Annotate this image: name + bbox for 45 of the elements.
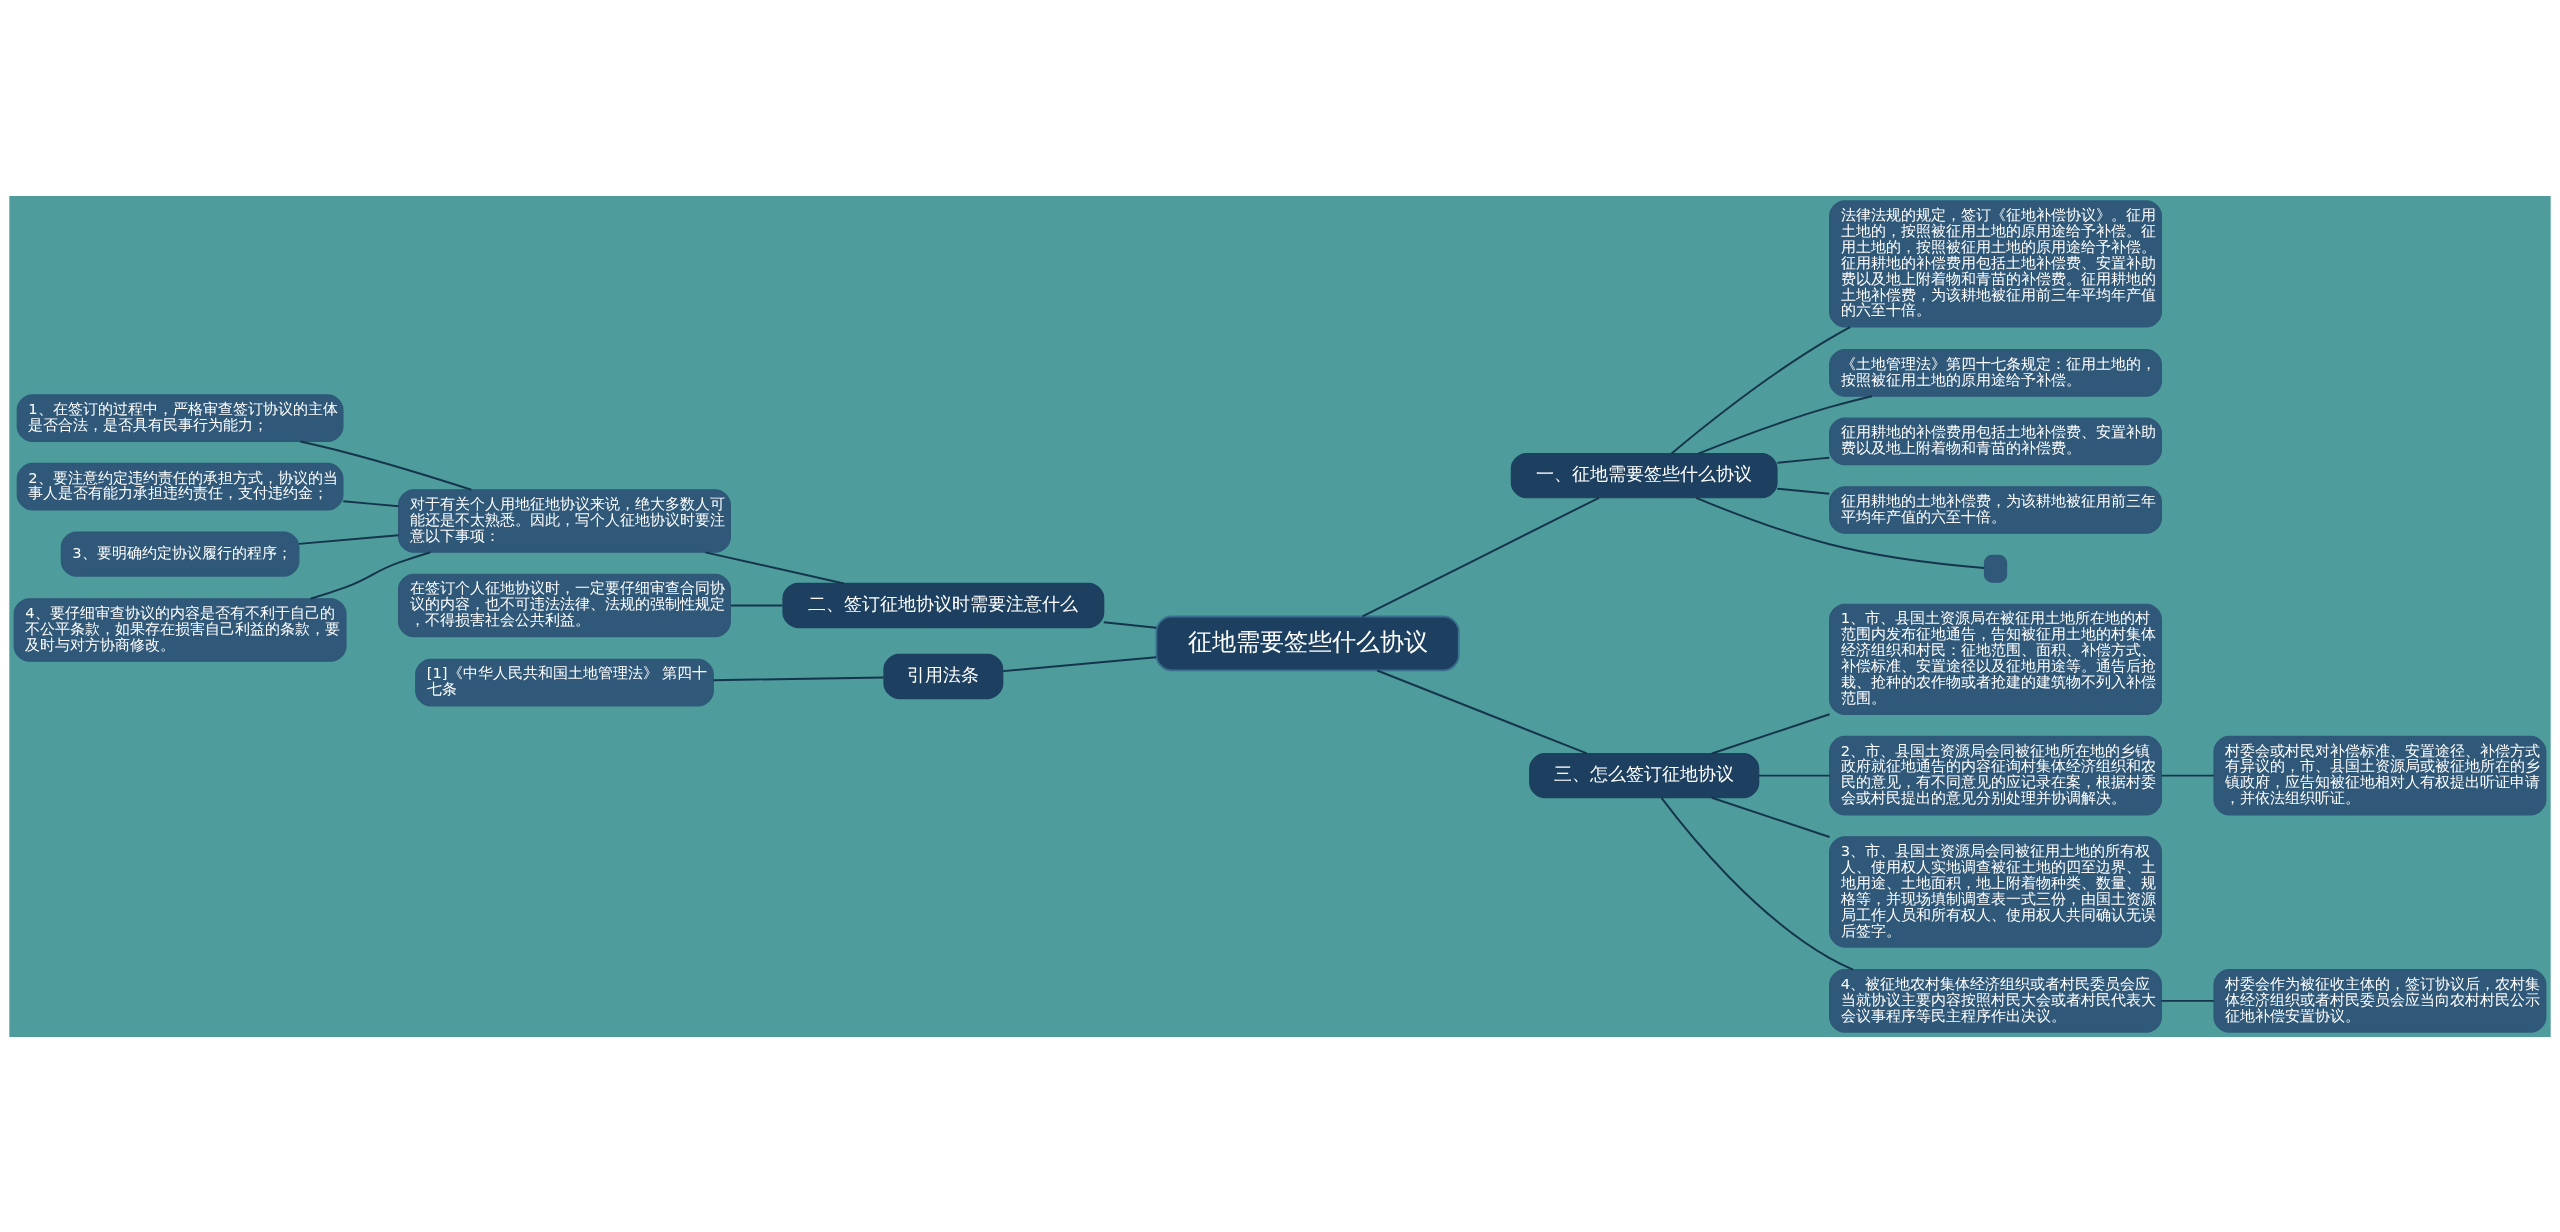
connector xyxy=(1376,669,1588,754)
connector xyxy=(1660,796,1855,971)
node-box: 征用耕地的补偿费用包括土地补偿费、安置补助费以及地上附着物和青苗的补偿费。 xyxy=(1829,417,2162,465)
node-box: 4、要仔细审查协议的内容是否有不利于自己的不公平条款，如果存在损害自己利益的条款，要及时与对方协商修改。 xyxy=(13,597,347,662)
connector xyxy=(1102,620,1158,629)
node-box: 二、签订征地协议时需要注意什么 xyxy=(782,582,1105,628)
connector xyxy=(1697,394,1873,455)
connector xyxy=(1361,496,1600,617)
connector xyxy=(2160,774,2215,777)
connector xyxy=(1670,325,1852,454)
node-box: 3、市、县国土资源局会同被征用土地的所有权人、使用权人实地调查被征土地的四至边界、土地用途、土地面积，地上附着物种类、数量、规格等，并现场填制调查表一式三份，由国土资源局工作人员和所有权人、使用权人共同确认无误后签字。 xyxy=(1829,835,2162,948)
node-box: 《土地管理法》第四十七条规定：征用土地的，按照被征用土地的原用途给予补偿。 xyxy=(1829,348,2162,397)
node-box: 1、市、县国土资源局在被征用土地所在地的村范围内发布征地通告，告知被征用土地的村集体经济组织和村民：征地范围、面积、补偿方式、补偿标准、安置途径以及征地用途等。通告后抢栽、抢种的农作物或者抢建的建筑物不列入补偿范围。 xyxy=(1829,603,2162,715)
node-box: 法律法规的规定，签订《征地补偿协议》。征用土地的，按照被征用土地的原用途给予补偿。征用土地的，按照被征用土地的原用途给予补偿。征用耕地的补偿费用包括土地补偿费、安置补助费以及地上附着物和青苗的补偿费。征用耕地的土地补偿费，为该耕地被征用前三年平均年产值的六至十倍。 xyxy=(1829,199,2162,328)
connector xyxy=(299,440,473,491)
node-box: 村委会作为被征收主体的，签订协议后，农村集体经济组织或者村民委员会应当向农村村民公示征地补偿安置协议。 xyxy=(2213,968,2547,1033)
node-box: 征用耕地的土地补偿费，为该耕地被征用前三年平均年产值的六至十倍。 xyxy=(1829,485,2162,534)
connector xyxy=(1710,796,1831,838)
connector xyxy=(1695,496,1986,569)
node-box: 一、征地需要签些什么协议 xyxy=(1510,452,1778,498)
node-box: 引用法条 xyxy=(883,653,1004,699)
node-box: 三、怎么签订征地协议 xyxy=(1529,752,1760,798)
node-box: 征地需要签些什么协议 xyxy=(1155,615,1460,671)
connector xyxy=(298,533,400,545)
connector xyxy=(1776,487,1831,495)
node-box: 村委会或村民对补偿标准、安置途径、补偿方式有异议的，市、县国土资源局或被征地所在的乡镇政府，应告知被征地相对人有权提出听证申请，并依法组织听证。 xyxy=(2213,735,2547,815)
node-box xyxy=(1983,554,2008,583)
connector xyxy=(342,499,400,507)
node-box: 2、要注意约定违约责任的承担方式，协议的当事人是否有能力承担违约责任，支付违约金； xyxy=(16,462,344,511)
node-box: 在签订个人征地协议时，一定要仔细审查合同协议的内容，也不可违法法律、法规的强制性规定，不得损害社会公共利益。 xyxy=(398,573,731,637)
connector xyxy=(1757,774,1831,777)
connector xyxy=(1002,655,1158,672)
connector xyxy=(704,550,845,584)
node-box: [1]《中华人民共和国土地管理法》 第四十七条 xyxy=(415,658,714,706)
connector xyxy=(1710,712,1831,754)
node-box: 对于有关个人用地征地协议来说，绝大多数人可能还是不太熟悉。因此，写个人征地协议时要注意以下事项： xyxy=(398,488,731,553)
node-box: 4、被征地农村集体经济组织或者村民委员会应当就协议主要内容按照村民大会或者村民代表大会议事程序等民主程序作出决议。 xyxy=(1829,968,2162,1033)
node-box: 2、市、县国土资源局会同被征地所在地的乡镇政府就征地通告的内容征询村集体经济组织和农民的意见，有不同意见的应记录在案，根据村委会或村民提出的意见分别处理并协调解决。 xyxy=(1829,735,2162,815)
node-box: 3、要明确约定协议履行的程序； xyxy=(60,530,300,577)
connector xyxy=(2160,999,2215,1002)
connector xyxy=(712,675,885,681)
connector xyxy=(309,550,432,600)
node-box: 1、在签订的过程中，严格审查签订协议的主体是否合法，是否具有民事行为能力； xyxy=(16,393,344,442)
connector xyxy=(729,604,784,606)
connector xyxy=(1776,456,1831,464)
